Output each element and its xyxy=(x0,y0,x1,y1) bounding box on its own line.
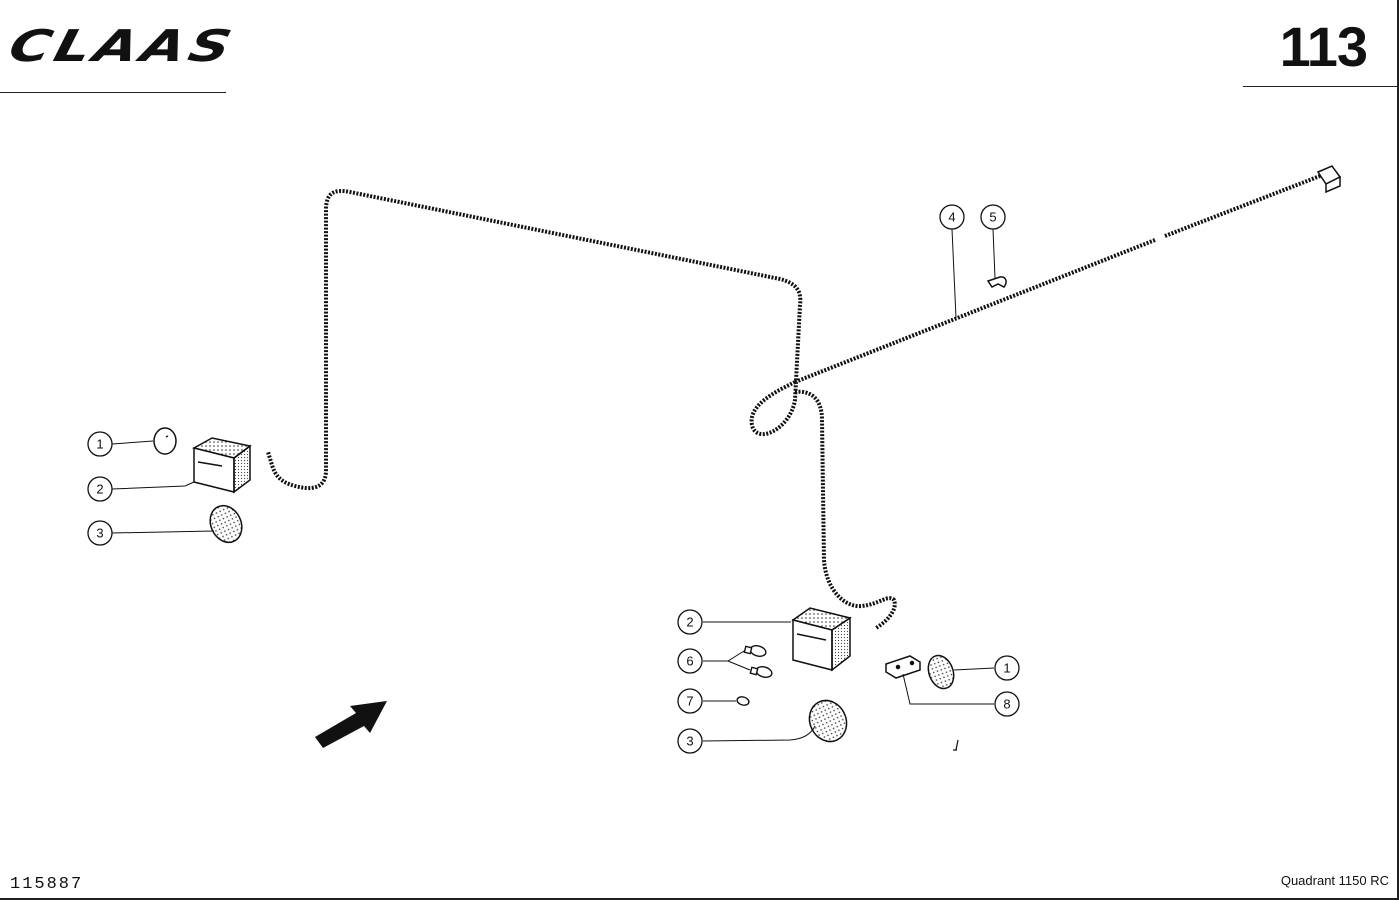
right-lens-icon xyxy=(927,654,955,690)
left-lens-icon xyxy=(153,427,177,455)
plug-connector-icon xyxy=(1316,165,1342,194)
stray-mark xyxy=(953,739,959,751)
callout-1-left: 1 xyxy=(87,431,113,457)
page-number: 113 xyxy=(1279,15,1368,78)
callout-label: 1 xyxy=(1003,661,1010,676)
left-reflector-icon xyxy=(209,504,243,544)
callout-5: 5 xyxy=(980,204,1006,230)
callout-label: 8 xyxy=(1003,697,1010,712)
bracket-icon xyxy=(885,655,921,679)
left-lamp-housing-icon xyxy=(191,437,252,494)
callout-4: 4 xyxy=(939,204,965,230)
model-name: Quadrant 1150 RC xyxy=(1280,873,1389,888)
callout-label: 6 xyxy=(686,654,693,669)
callout-3-left: 3 xyxy=(87,520,113,546)
callout-label: 5 xyxy=(989,210,996,225)
callout-label: 3 xyxy=(686,734,693,749)
cable-clip-icon xyxy=(986,276,1007,288)
callout-label: 1 xyxy=(96,437,103,452)
callout-label: 3 xyxy=(96,526,103,541)
drawing-number: 115887 xyxy=(10,875,84,894)
callout-2-left: 2 xyxy=(87,476,113,502)
bulb-icon xyxy=(743,645,773,678)
page-number-rule xyxy=(1243,86,1397,87)
logo-rule xyxy=(0,92,226,93)
callout-7: 7 xyxy=(677,688,703,714)
callout-3-right: 3 xyxy=(677,728,703,754)
callout-6: 6 xyxy=(677,648,703,674)
callout-2-right: 2 xyxy=(677,609,703,635)
callout-8: 8 xyxy=(994,691,1020,717)
right-reflector-icon xyxy=(808,699,848,743)
callout-label: 7 xyxy=(686,694,693,709)
callout-1-right: 1 xyxy=(994,655,1020,681)
leader-lines xyxy=(111,228,996,742)
callout-label: 4 xyxy=(948,210,955,225)
callout-label: 2 xyxy=(96,482,103,497)
right-lamp-housing-icon xyxy=(791,607,852,672)
callout-label: 2 xyxy=(686,615,693,630)
travel-direction-arrow-icon xyxy=(315,701,387,748)
wire-harness xyxy=(266,174,1321,630)
small-bulb-icon xyxy=(736,696,750,706)
